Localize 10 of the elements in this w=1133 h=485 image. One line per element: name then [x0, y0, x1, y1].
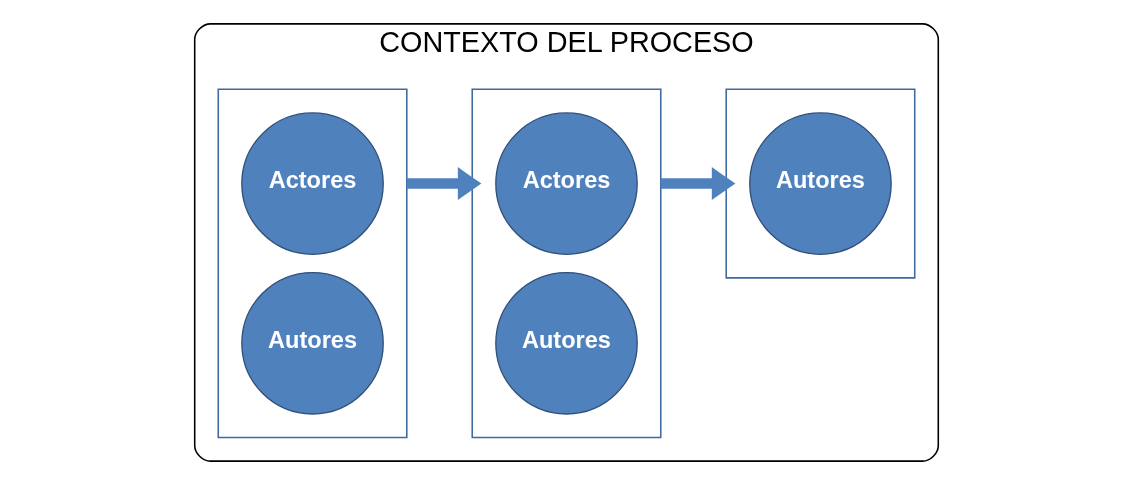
node-circle: Actores	[241, 112, 384, 255]
arrow	[406, 167, 482, 201]
arrow	[660, 167, 736, 201]
node-circle: Autores	[241, 271, 384, 415]
cluster	[217, 88, 408, 439]
node-circle: Autores	[749, 112, 892, 255]
node-circle: Autores	[495, 271, 638, 415]
cluster	[725, 88, 916, 279]
node-circle: Actores	[495, 112, 638, 255]
cluster	[471, 88, 662, 439]
